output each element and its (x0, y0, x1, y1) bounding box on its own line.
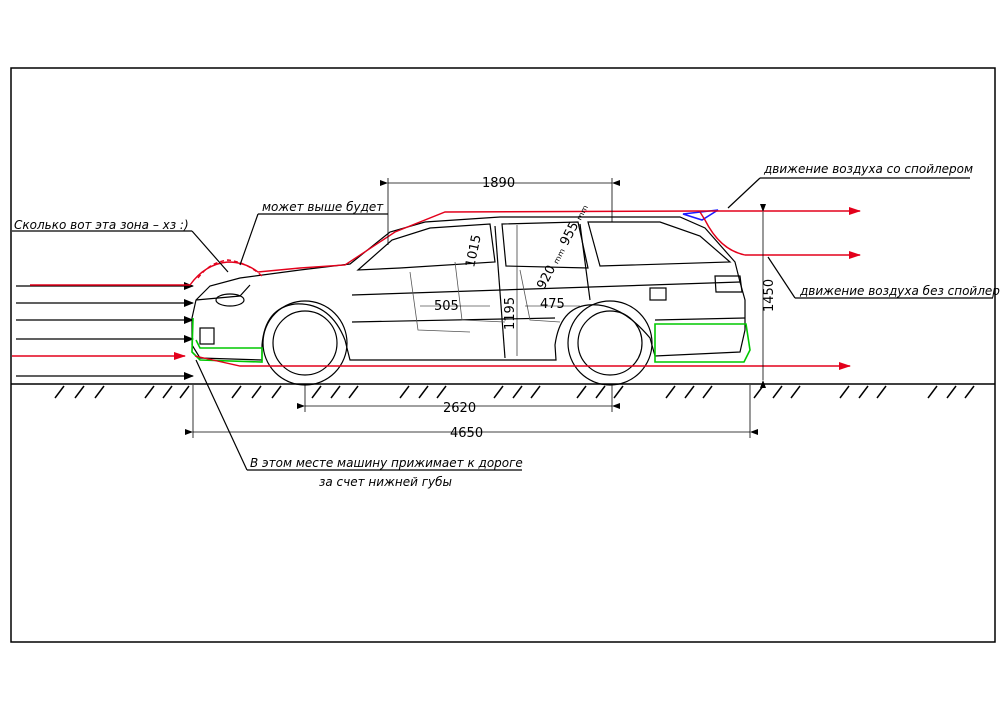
dim-wheelbase: 2620 (443, 401, 476, 416)
annotation-pressed-line2: за счет нижней губы (319, 475, 452, 489)
air-flow-red (12, 207, 861, 370)
car-outline (191, 216, 746, 386)
dim-length: 4650 (450, 426, 483, 441)
ground-line (11, 383, 995, 399)
dim-interior-height: 1195 (503, 297, 518, 330)
annotation-may-be-higher: может выше будет (262, 200, 384, 214)
dim-seat-rear: 475 (540, 297, 565, 312)
dimension-lines (185, 178, 766, 438)
ground-hatching (54, 385, 975, 399)
dim-roof-length: 1890 (482, 176, 515, 191)
incoming-air-arrows (16, 282, 194, 380)
dim-seat-front: 505 (434, 299, 459, 314)
annotation-air-with-spoiler: движение воздуха со спойлером (763, 162, 973, 176)
front-lip-green (191, 317, 751, 363)
annotation-leaders (12, 177, 993, 471)
annotation-zone-question: Сколько вот эта зона – хз :) (14, 218, 189, 232)
annotation-air-without-spoiler: движение воздуха без спойлер (799, 284, 1000, 298)
dim-front-height: 1015 (463, 233, 485, 268)
drawing-frame (10, 67, 996, 643)
dim-height: 1450 (762, 279, 777, 312)
annotation-pressed-line1: В этом месте машину прижимает к дороге (250, 456, 523, 470)
